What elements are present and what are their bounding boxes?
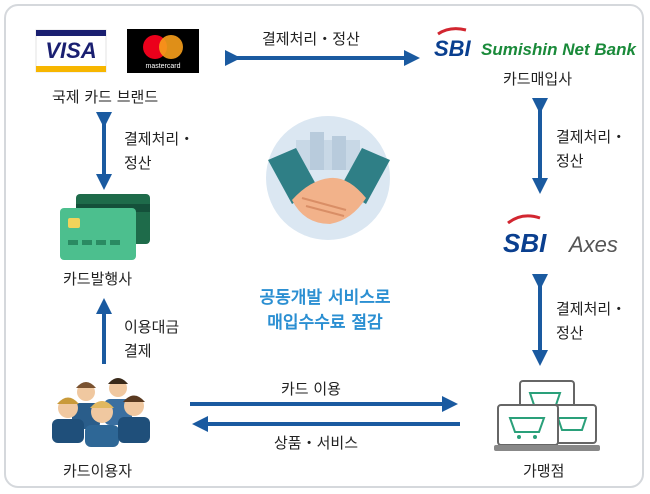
issuer-label: 카드발행사 bbox=[63, 270, 133, 288]
flow-user-issuer-label-1: 이용대금 bbox=[124, 318, 180, 336]
sbi-axes-logo: SBI Axes bbox=[503, 214, 618, 258]
brand-label: 국제 카드 브랜드 bbox=[52, 88, 159, 106]
svg-text:Sumishin Net Bank: Sumishin Net Bank bbox=[481, 40, 637, 59]
svg-text:mastercard: mastercard bbox=[145, 63, 180, 70]
center-caption-line1: 공동개발 서비스로 bbox=[259, 288, 391, 308]
mastercard-logo: mastercard bbox=[127, 29, 199, 73]
flow-brand-issuer-label-1: 결제처리・ bbox=[124, 130, 195, 148]
center-caption-line2: 매입수수료 절감 bbox=[267, 313, 383, 333]
user-label: 카드이용자 bbox=[63, 462, 133, 480]
flow-acquirer-axes-label-1: 결제처리・ bbox=[556, 128, 627, 146]
sbi-sumishin-logo: SBI Sumishin Net Bank bbox=[434, 27, 637, 61]
svg-text:SBI: SBI bbox=[503, 228, 547, 258]
people-icon bbox=[52, 378, 150, 447]
flow-axes-merchant-label-1: 결제처리・ bbox=[556, 300, 627, 318]
acquirer-label: 카드매입사 bbox=[503, 70, 573, 88]
visa-logo: VISA bbox=[35, 29, 107, 73]
flow-brand-acquirer-label: 결제처리・정산 bbox=[262, 30, 360, 48]
flow-user-issuer-label-2: 결제 bbox=[124, 342, 152, 360]
flow-user-merchant-label: 카드 이용 bbox=[281, 380, 341, 398]
flow-merchant-user-label: 상품・서비스 bbox=[274, 434, 359, 452]
flow-acquirer-axes-label-2: 정산 bbox=[556, 152, 584, 170]
svg-text:VISA: VISA bbox=[45, 38, 96, 63]
flow-brand-issuer-label-2: 정산 bbox=[124, 154, 152, 172]
center-caption: 공동개발 서비스로 매입수수료 절감 bbox=[215, 286, 435, 336]
flow-axes-merchant-label-2: 정산 bbox=[556, 324, 584, 342]
credit-cards-icon bbox=[60, 194, 150, 260]
svg-text:Axes: Axes bbox=[567, 232, 618, 257]
svg-text:SBI: SBI bbox=[434, 36, 472, 61]
merchant-label: 가맹점 bbox=[523, 462, 565, 480]
shopping-laptops-icon bbox=[494, 380, 600, 451]
handshake-icon bbox=[266, 116, 390, 240]
